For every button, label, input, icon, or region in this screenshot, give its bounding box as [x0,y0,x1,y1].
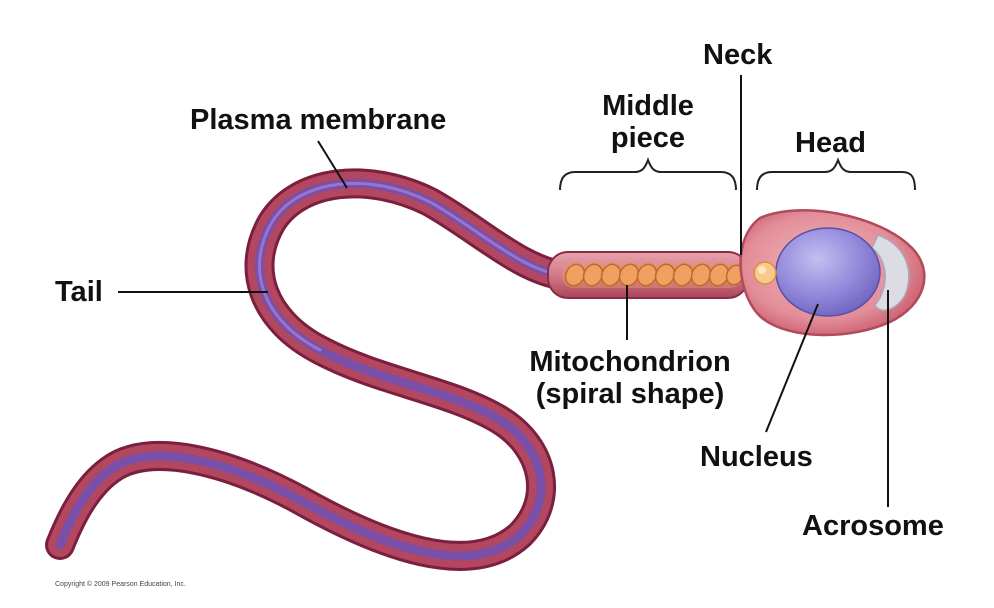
copyright-notice: Copyright © 2009 Pearson Education, Inc. [55,581,186,588]
mitochondrion-label-line2: (spiral shape) [535,378,725,410]
head-brace [756,157,916,191]
plasma-membrane-label: Plasma membrane [190,104,447,136]
mitochondrion-label-line1: Mitochondrion [529,346,731,378]
plasma-membrane-leader [317,140,348,189]
nucleus-leader [765,303,819,433]
tail-shape [45,168,580,571]
tail-label: Tail [55,276,103,308]
middle-piece-label-line1: Middle [602,90,694,122]
leader-lines [118,75,889,507]
acrosome-label: Acrosome [802,510,944,542]
middle-piece-label-line2: piece [610,122,686,154]
middle-piece-brace [559,157,737,191]
middle-piece-label: Middle piece [578,90,718,154]
nucleus-shape [775,227,881,317]
centriole-shape [753,261,777,285]
neck-label: Neck [703,39,773,71]
head-label: Head [795,127,866,159]
nucleus-label: Nucleus [700,441,813,473]
mitochondrion-label: Mitochondrion (spiral shape) [520,346,740,410]
